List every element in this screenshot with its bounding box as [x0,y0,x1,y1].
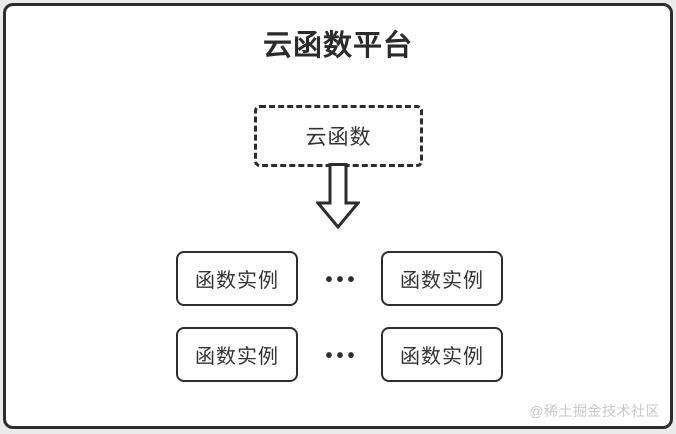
function-instance-box: 函数实例 [381,327,503,382]
function-instance-box: 函数实例 [176,327,298,382]
ellipsis-dots: ••• [325,345,359,367]
ellipsis-dots: ••• [325,269,359,291]
diagram-title: 云函数平台 [262,30,413,62]
function-instance-label: 函数实例 [195,270,279,292]
function-instance-label: 函数实例 [400,270,484,292]
function-instance-label: 函数实例 [400,346,484,368]
function-instance-box: 函数实例 [176,251,298,306]
watermark: @稀土掘金技术社区 [529,403,660,419]
function-instance-box: 函数实例 [381,251,503,306]
down-arrow-icon [316,163,360,229]
cloud-function-box: 云函数 [254,105,423,167]
cloud-function-label: 云函数 [305,126,372,149]
function-instance-label: 函数实例 [195,346,279,368]
